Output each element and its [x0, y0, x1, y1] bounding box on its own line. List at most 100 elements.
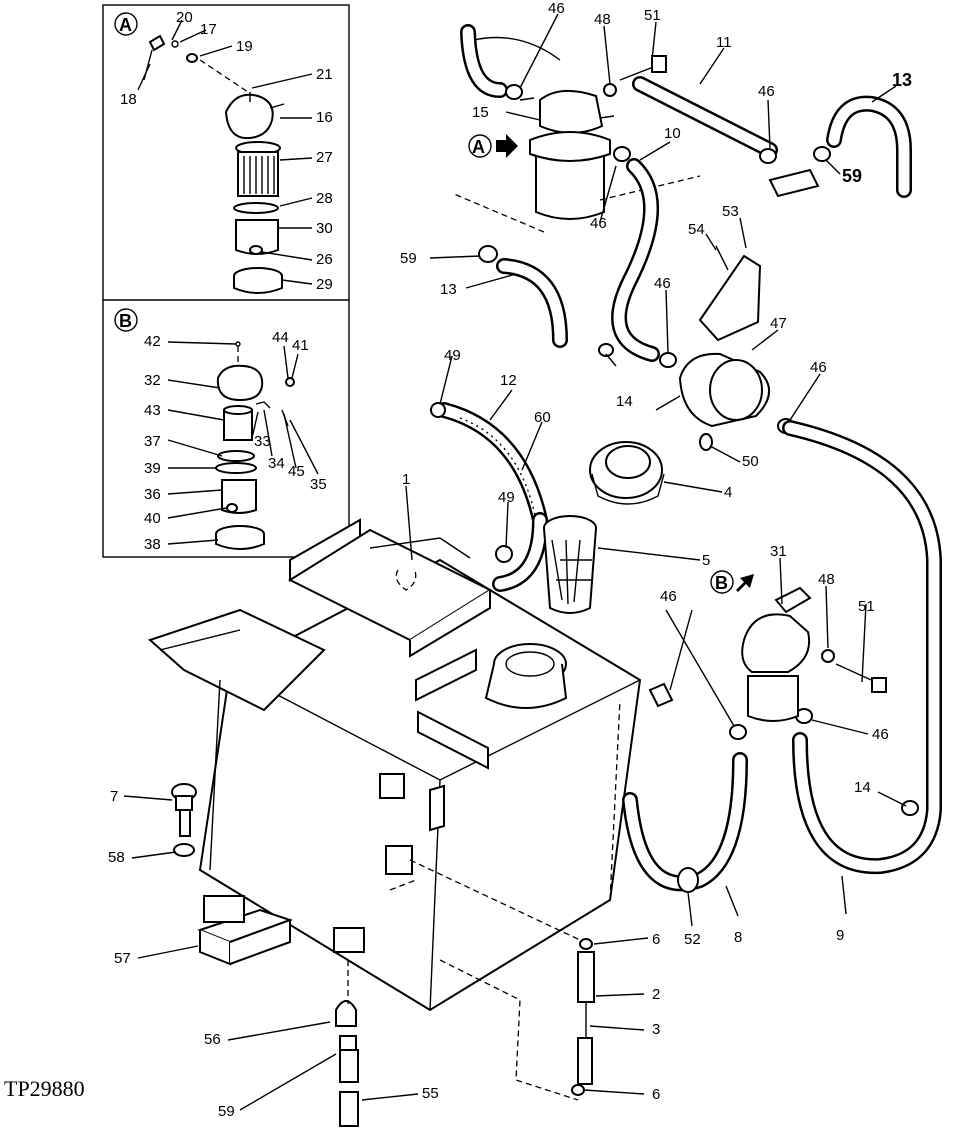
callout: 51 [644, 7, 661, 24]
callout: 39 [144, 460, 161, 477]
callout: 31 [770, 543, 787, 560]
view-marker-a: A [468, 134, 518, 158]
callout: 43 [144, 402, 161, 419]
hose-9 [782, 420, 942, 875]
callout: 38 [144, 536, 161, 553]
callout: 3 [652, 1021, 660, 1038]
fuel-filter-31 [741, 586, 887, 722]
callout: 20 [176, 9, 193, 26]
drain-valve-56 [335, 960, 359, 1127]
callout: 49 [444, 347, 461, 364]
callout: 6 [652, 931, 660, 948]
elbow-hose-13-left [478, 245, 568, 348]
callout: 46 [660, 588, 677, 605]
callout: 17 [200, 21, 217, 38]
svg-text:B: B [715, 573, 728, 593]
callout: 14 [616, 393, 633, 410]
callout: 15 [472, 104, 489, 121]
callout: 57 [114, 950, 131, 967]
callout: 14 [854, 779, 871, 796]
callout: 13 [892, 70, 912, 90]
callout: 8 [734, 929, 742, 946]
tank-brace [148, 608, 326, 871]
callout: 44 [272, 329, 289, 346]
callout: 9 [836, 927, 844, 944]
svg-text:A: A [472, 137, 485, 157]
washer-58 [173, 843, 195, 857]
callout: 10 [664, 125, 681, 142]
inset-a-filter-assembly: A [114, 12, 285, 294]
fuel-filter-15 [453, 89, 701, 233]
callout: 4 [724, 484, 732, 501]
callout: 35 [310, 476, 327, 493]
inset-b-tag: B [119, 311, 132, 331]
callout: 34 [268, 455, 285, 472]
callout: 7 [110, 788, 118, 805]
callout: 19 [236, 38, 253, 55]
callout: 58 [108, 849, 125, 866]
callout: 46 [654, 275, 671, 292]
leader-lines [123, 13, 907, 1111]
callout-labels: 20 17 19 18 21 16 27 28 30 26 29 42 44 4… [108, 0, 912, 1120]
callout: 1 [402, 471, 410, 488]
callout: 51 [858, 598, 875, 615]
callout: 26 [316, 251, 333, 268]
callout: 29 [316, 276, 333, 293]
callout: 5 [702, 552, 710, 569]
bracket-1 [287, 518, 493, 658]
strainer-5 [543, 515, 597, 614]
callout: 59 [400, 250, 417, 267]
callout: 37 [144, 433, 161, 450]
callout: 12 [500, 372, 517, 389]
view-marker-b: B [710, 570, 754, 594]
callout: 46 [872, 726, 889, 743]
callout: 56 [204, 1031, 221, 1048]
fuel-tank [198, 558, 642, 1012]
callout: 21 [316, 66, 333, 83]
hose-12-corrugated [430, 402, 548, 592]
bracket-53 [698, 245, 762, 342]
callout: 2 [652, 986, 660, 1003]
callout: 30 [316, 220, 333, 237]
callout: 50 [742, 453, 759, 470]
fuel-pump-47 [598, 343, 795, 451]
callout: 59 [842, 166, 862, 186]
callout: 11 [716, 34, 732, 51]
callout: 46 [548, 0, 565, 17]
callout: 42 [144, 333, 161, 350]
callout: 28 [316, 190, 333, 207]
hose-10 [611, 158, 660, 362]
callout: 59 [218, 1103, 235, 1120]
callout: 41 [292, 337, 309, 354]
callout: 55 [422, 1085, 439, 1102]
callout: 33 [254, 433, 271, 450]
elbow-hose-13-right [768, 95, 912, 198]
callout: 40 [144, 510, 161, 527]
gas-spring-2-3 [409, 859, 595, 1101]
callout: 27 [316, 149, 333, 166]
figure-code: TP29880 [4, 1076, 85, 1101]
callout: 46 [758, 83, 775, 100]
callout: 16 [316, 109, 333, 126]
inset-box [102, 4, 350, 558]
callout: 46 [590, 215, 607, 232]
hose-8 [622, 682, 748, 893]
inset-b-filter-assembly: B [114, 308, 295, 550]
filler-cap-4 [589, 441, 665, 505]
callout: 54 [688, 221, 705, 238]
callout: 18 [120, 91, 137, 108]
callout: 48 [594, 11, 611, 28]
callout: 49 [498, 489, 515, 506]
callout: 36 [144, 486, 161, 503]
bolt-7 [171, 783, 197, 837]
callout: 52 [684, 931, 701, 948]
callout: 46 [810, 359, 827, 376]
callout: 48 [818, 571, 835, 588]
spacer-57 [197, 895, 294, 966]
callout: 6 [652, 1086, 660, 1103]
callout: 60 [534, 409, 551, 426]
callout: 32 [144, 372, 161, 389]
bolt-51-top [619, 55, 667, 81]
callout: 13 [440, 281, 457, 298]
